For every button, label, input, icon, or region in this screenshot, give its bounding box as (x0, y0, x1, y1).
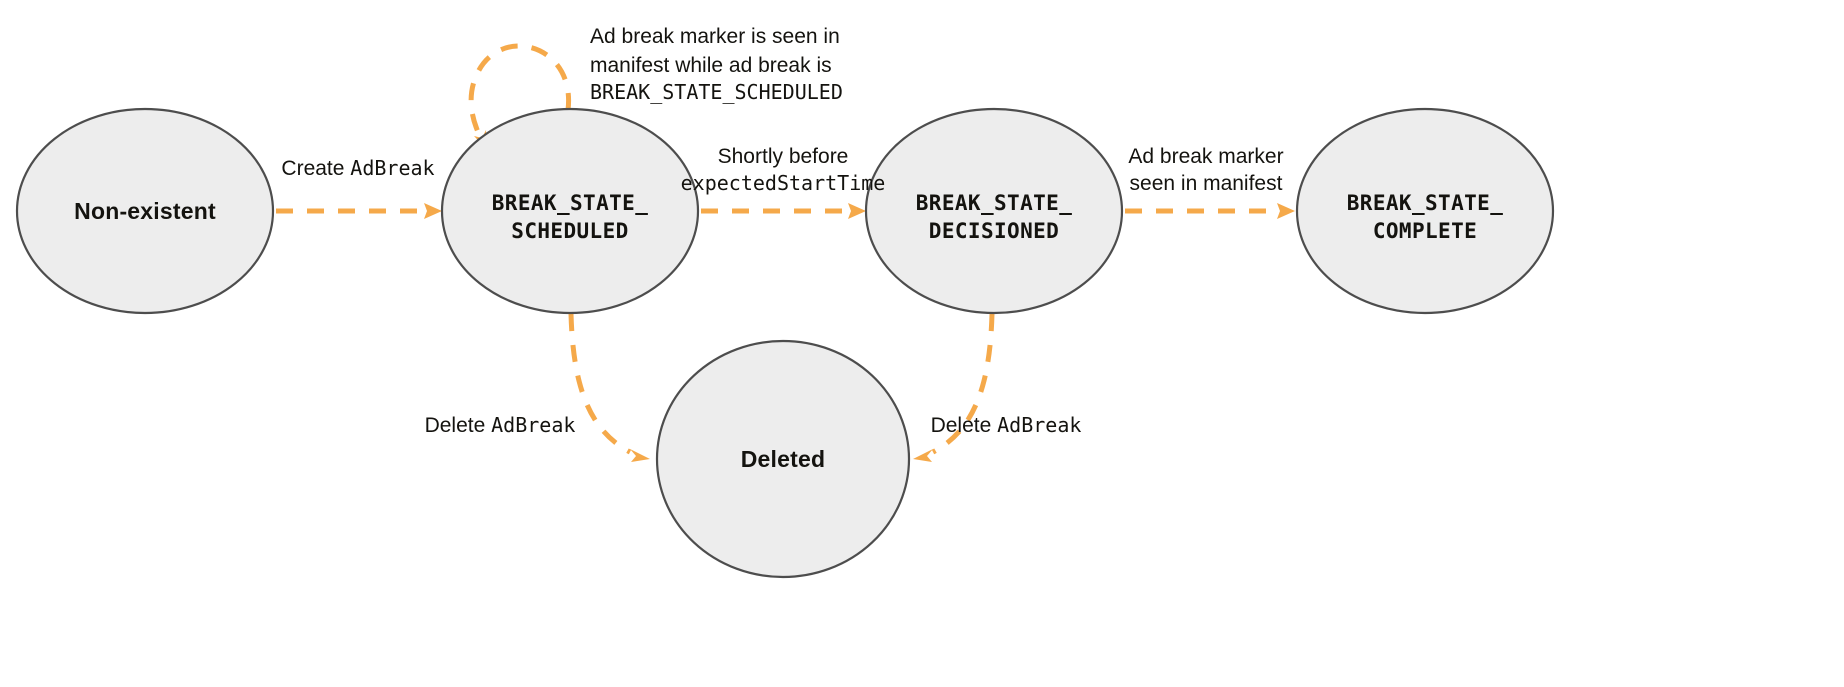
node-non-existent-label: Non-existent (74, 198, 216, 224)
node-break-state-scheduled-shape[interactable] (440, 107, 700, 315)
node-break-state-complete-label-line2: COMPLETE (1373, 219, 1477, 243)
node-break-state-scheduled-label-line2: SCHEDULED (511, 219, 628, 243)
node-break-state-decisioned-label-line1: BREAK_STATE_ (916, 191, 1073, 215)
node-break-state-scheduled[interactable]: BREAK_STATE_ SCHEDULED (440, 107, 700, 315)
edge-label-scheduled-self-loop-line2: manifest while ad break is (590, 54, 832, 77)
edge-label-scheduled-self-loop: Ad break marker is seen in manifest whil… (590, 25, 843, 104)
edge-scheduled-self-loop-path (468, 43, 572, 142)
node-break-state-complete-shape[interactable] (1295, 107, 1555, 315)
edge-label-marker-seen-in-manifest: Ad break marker seen in manifest (1128, 145, 1283, 195)
edge-delete-from-decisioned (913, 313, 995, 462)
node-break-state-decisioned[interactable]: BREAK_STATE_ DECISIONED (864, 107, 1124, 315)
edge-create-adbreak-arrowhead (424, 203, 442, 219)
node-break-state-decisioned-shape[interactable] (864, 107, 1124, 315)
edge-label-marker-seen-in-manifest-line2: seen in manifest (1130, 172, 1283, 195)
edge-label-scheduled-self-loop-line3: BREAK_STATE_SCHEDULED (590, 80, 843, 104)
edge-label-scheduled-self-loop-line1: Ad break marker is seen in (590, 25, 840, 48)
node-break-state-scheduled-label-line1: BREAK_STATE_ (492, 191, 649, 215)
edge-label-create-adbreak: Create AdBreak (281, 156, 434, 180)
edge-label-shortly-before: Shortly before expectedStartTime (681, 145, 886, 195)
edge-label-shortly-before-line2: expectedStartTime (681, 171, 886, 195)
node-deleted[interactable]: Deleted (655, 339, 911, 579)
edge-create-adbreak (276, 203, 442, 219)
edge-delete-from-decisioned-arrowhead (913, 449, 933, 462)
edge-delete-from-scheduled-path (568, 313, 632, 455)
node-non-existent-shape[interactable] (15, 107, 275, 315)
edge-delete-from-scheduled (568, 313, 650, 462)
node-break-state-complete-label-line1: BREAK_STATE_ (1347, 191, 1504, 215)
edge-shortly-before-arrowhead (848, 203, 866, 219)
edge-label-delete-from-scheduled: Delete AdBreak (425, 413, 576, 437)
edge-label-marker-seen-in-manifest-line1: Ad break marker (1128, 145, 1283, 168)
edge-label-shortly-before-line1: Shortly before (718, 145, 849, 168)
edge-marker-seen-in-manifest-arrowhead (1277, 203, 1295, 219)
node-break-state-complete[interactable]: BREAK_STATE_ COMPLETE (1295, 107, 1555, 315)
node-deleted-shape[interactable] (655, 339, 911, 579)
node-break-state-decisioned-label-line2: DECISIONED (929, 219, 1059, 243)
edge-label-delete-from-decisioned: Delete AdBreak (931, 413, 1082, 437)
edge-shortly-before (701, 203, 866, 219)
node-deleted-label: Deleted (741, 446, 825, 472)
edge-delete-from-scheduled-arrowhead (630, 449, 650, 462)
node-non-existent[interactable]: Non-existent (15, 107, 275, 315)
edge-marker-seen-in-manifest (1125, 203, 1295, 219)
